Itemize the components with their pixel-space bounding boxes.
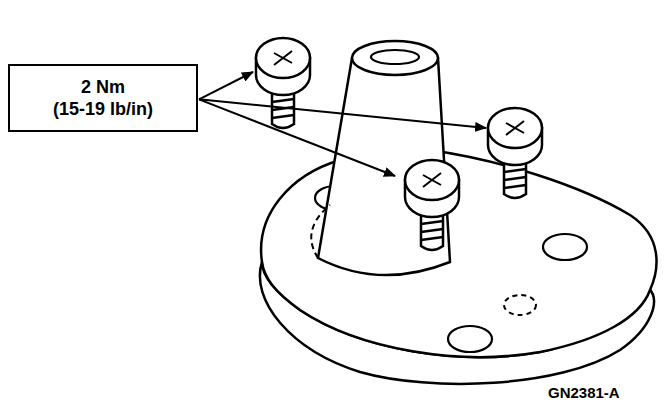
torque-value: 2 Nm: [20, 76, 186, 99]
torque-value: (15-19 lb/in): [20, 98, 186, 121]
figure-code: GN2381-A: [548, 384, 620, 401]
callout-box: 2 Nm(15-19 lb/in): [8, 64, 198, 132]
